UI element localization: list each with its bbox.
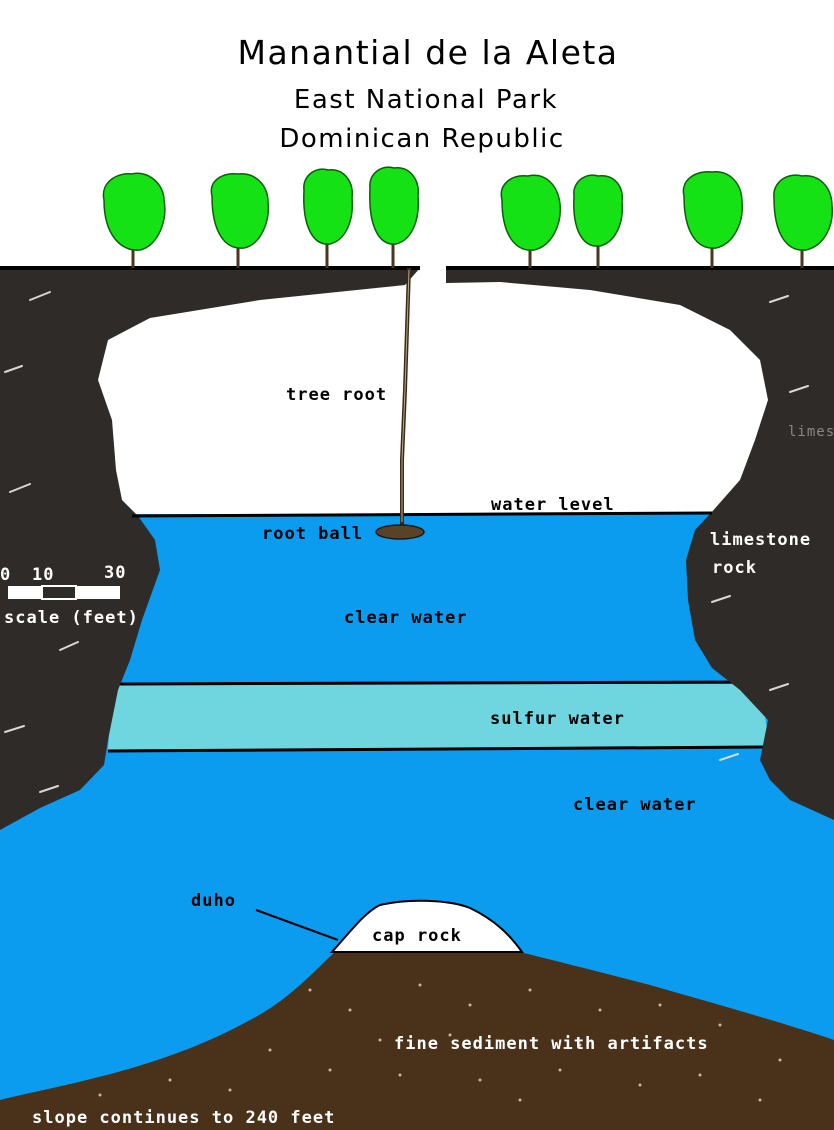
tree-row xyxy=(102,166,833,268)
title-line-3: Dominican Republic xyxy=(279,124,564,154)
sediment-speckles xyxy=(98,983,782,1102)
rock-texture xyxy=(4,291,809,793)
label-limestone: limestone xyxy=(710,530,811,550)
title-line-2: East National Park xyxy=(294,85,558,115)
tree-root-highlight xyxy=(401,269,410,522)
label-limestone-rock: rock xyxy=(712,558,757,578)
label-cap-rock: cap rock xyxy=(372,926,462,946)
label-water-level: water level xyxy=(491,495,615,515)
root-ball xyxy=(375,524,425,540)
scale-tick-0: 0 xyxy=(0,565,11,585)
label-limestone-cut: limes xyxy=(788,424,834,440)
tree-4 xyxy=(369,166,420,268)
tree-5 xyxy=(500,174,561,268)
scale-tick-10: 10 xyxy=(32,565,54,585)
scale-caption: scale (feet) xyxy=(4,608,139,628)
label-clear-water-upper: clear water xyxy=(344,608,468,628)
scale-bar: 0 10 30 scale (feet) xyxy=(0,563,139,628)
tree-1 xyxy=(102,172,166,268)
right-limestone-wall xyxy=(446,268,834,820)
cap-rock xyxy=(329,899,524,953)
scale-segment-2 xyxy=(41,585,77,600)
sediment-mound xyxy=(0,952,834,1130)
tree-7 xyxy=(682,171,743,268)
water-level-line xyxy=(131,511,713,518)
title-line-1: Manantial de la Aleta xyxy=(237,33,618,72)
sulfur-top-line xyxy=(111,680,761,686)
label-sediment: fine sediment with artifacts xyxy=(394,1034,709,1054)
label-sulfur-water: sulfur water xyxy=(490,709,625,729)
tree-2 xyxy=(210,172,270,268)
sulfur-water-layer xyxy=(108,684,770,750)
scale-segment-3 xyxy=(76,586,120,599)
label-duho: duho xyxy=(191,891,236,911)
label-slope: slope continues to 240 feet xyxy=(32,1108,335,1128)
label-clear-water-lower: clear water xyxy=(573,795,697,815)
tree-6 xyxy=(573,174,624,268)
label-tree-root: tree root xyxy=(286,385,387,405)
sulfur-bottom-line xyxy=(107,745,771,753)
left-limestone-wall xyxy=(0,268,420,830)
duho-pointer xyxy=(255,909,339,941)
tree-3 xyxy=(303,168,354,268)
scale-tick-30: 30 xyxy=(104,563,126,583)
tree-8 xyxy=(773,174,833,268)
label-root-ball: root ball xyxy=(262,524,363,544)
scale-segment-1 xyxy=(8,586,42,599)
